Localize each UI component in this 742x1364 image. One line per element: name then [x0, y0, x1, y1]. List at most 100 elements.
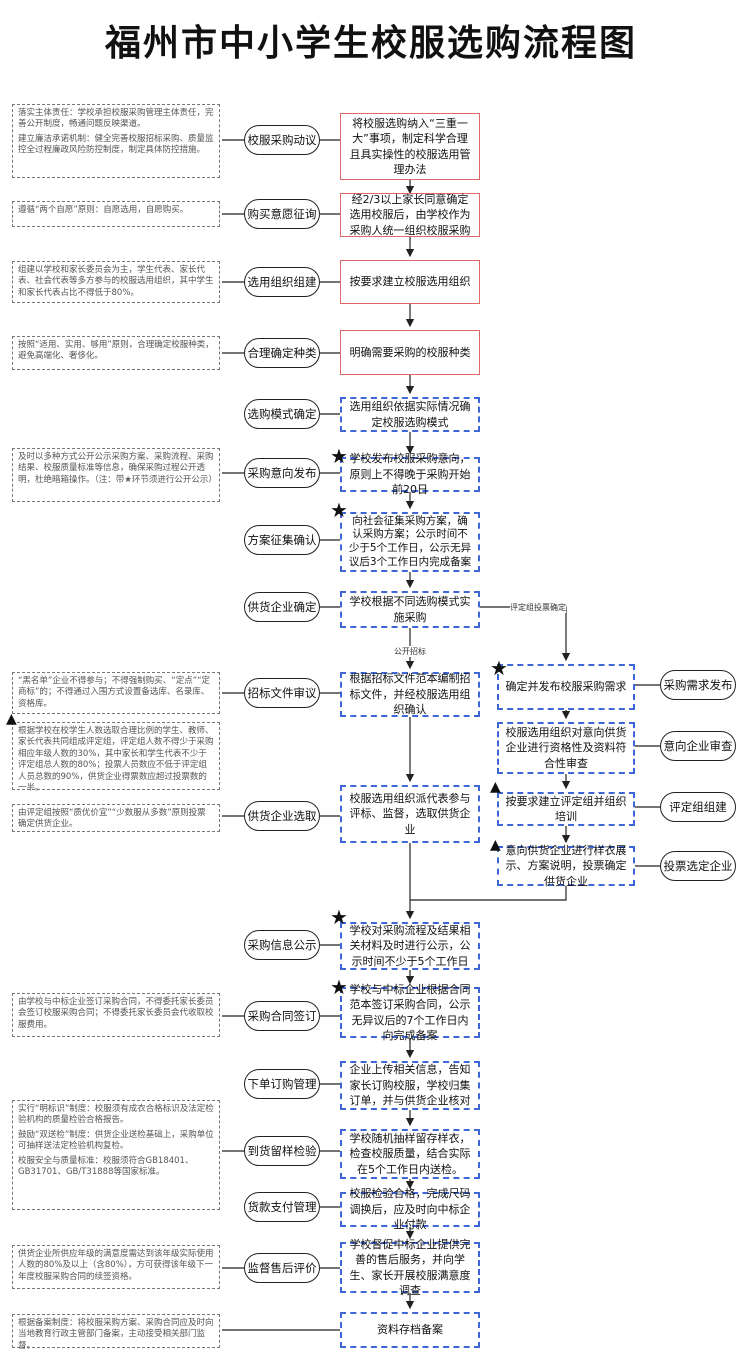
step-text: 根据招标文件范本编制招标文件，并经校服选用组织确认	[349, 672, 471, 717]
step-label-info-publicity: 采购信息公示	[244, 930, 320, 960]
step-text: 校服检验合格，完成尺码调换后，应及时向中标企业付款	[349, 1187, 471, 1232]
step-label-aftersale: 监督售后评价	[244, 1253, 320, 1283]
branch-box-demand: 确定并发布校服采购需求	[497, 664, 635, 710]
step-box-contract-sign: 学校与中标企业根据合同范本签订采购合同，公示无异议后的7个工作日内向完成备案	[340, 983, 480, 1042]
note-satisfaction: 供货企业所供应年级的满意度需达到该年级实际使用人数的80%及以上（含80%），方…	[12, 1245, 220, 1289]
edge-label-tender: 公开招标	[394, 646, 426, 657]
step-text: 学校对采购流程及结果相关材料及时进行公示，公示时间不少于5个工作日	[349, 923, 471, 968]
step-label-organization: 选用组织组建	[244, 267, 320, 297]
step-box-inspection: 学校随机抽样留存样衣，检查校服质量，结合实际在5个工作日内送检。	[340, 1129, 480, 1179]
step-box-supplier-confirm: 学校根据不同选购模式实施采购	[340, 591, 480, 628]
step-text: 学校根据不同选购模式实施采购	[349, 595, 471, 624]
branch-text: 按要求建立评定组并组织培训	[505, 794, 627, 823]
note-text: “黑名单”企业不得参与；不得强制购买、“定点”“定商标”的；不得通过入围方式设置…	[18, 676, 211, 709]
step-label-purchase-will: 购买意愿征询	[244, 199, 320, 229]
step-label-supplier-confirm: 供货企业确定	[244, 592, 320, 622]
star-icon: ★	[490, 656, 508, 680]
step-text: 校服选用组织派代表参与评标、监督，选取供货企业	[349, 791, 471, 836]
step-box-mode: 选用组织依据实际情况确定校服选购模式	[340, 397, 480, 432]
note-blacklist: “黑名单”企业不得参与；不得强制购买、“定点”“定商标”的；不得通过入围方式设置…	[12, 672, 220, 714]
note-contract: 由学校与中标企业签订采购合同，不得委托家长委员会签订校服采购合同；不得委托家长委…	[12, 993, 220, 1037]
step-text: 学校发布校服采购意向，原则上不得晚于采购开始前20日	[349, 452, 471, 497]
branch-text: 校服选用组织对意向供货企业进行资格性及资料符合性审查	[505, 725, 627, 770]
step-box-order-manage: 企业上传相关信息，告知家长订购校服，学校归集订单，并与供货企业核对	[340, 1061, 480, 1110]
note-text: 遵循“两个自愿”原则：自愿选用，自愿购买。	[18, 205, 189, 215]
branch-label-group: 评定组组建	[660, 792, 736, 822]
note-text: 根据学校在校学生人数选取合理比例的学生、教师、家长代表共同组成评定组，评定组人数…	[18, 726, 214, 794]
triangle-icon: ▲	[6, 711, 17, 727]
branch-box-vote: 意向供货企业进行样衣展示、方案说明，投票确定供货企业	[497, 843, 635, 888]
branch-text: 意向供货企业进行样衣展示、方案说明，投票确定供货企业	[505, 843, 627, 888]
step-label-category: 合理确定种类	[244, 338, 320, 368]
note-text: 由学校与中标企业签订采购合同，不得委托家长委员会签订校服采购合同；不得委托家长委…	[18, 997, 214, 1030]
note-voting: 由评定组按照“质优价宜”“少数服从多数”原则投票确定供货企业。	[12, 804, 220, 832]
step-text: 学校随机抽样留存样衣，检查校服质量，结合实际在5个工作日内送检。	[349, 1131, 471, 1176]
note-disclosure: 及时以多种方式公开公示采购方案、采购流程、采购结果、校服质量标准等信息，确保采购…	[12, 448, 220, 502]
note-organization: 组建以学校和家长委员会为主，学生代表、家长代表、社会代表等多方参与的校服选用组织…	[12, 261, 220, 303]
note-text: 鼓励“双送检”制度：供货企业送检基础上，采购单位可抽样送法定检验机构复检。	[18, 1129, 214, 1152]
step-text: 企业上传相关信息，告知家长订购校服，学校归集订单，并与供货企业核对	[349, 1063, 471, 1108]
edge-label-evaluate: 评定组投票确定	[510, 602, 566, 613]
note-text: 组建以学校和家长委员会为主，学生代表、家长代表、社会代表等多方参与的校服选用组织…	[18, 265, 214, 298]
step-box-organization: 按要求建立校服选用组织	[340, 260, 480, 304]
star-icon: ★	[330, 975, 348, 999]
note-text: 按照“适用、实用、够用”原则，合理确定校服种类，避免高端化、奢侈化。	[18, 340, 214, 362]
step-box-plan-confirm: 向社会征集采购方案，确认采购方案；公示时间不少于5个工作日，公示无异议后3个工作…	[340, 512, 480, 572]
step-box-archive: 资料存档备案	[340, 1312, 480, 1348]
note-text: 落实主体责任：学校承担校服采购管理主体责任，完善公开制度，畅通问题反映渠道。	[18, 108, 214, 130]
step-label-plan-confirm: 方案征集确认	[244, 525, 320, 555]
star-icon: ★	[330, 498, 348, 522]
step-text: 将校服选购纳入“三重一大”事项，制定科学合理且具实操性的校服选用管理办法	[349, 116, 471, 176]
note-subject-responsibility: 落实主体责任：学校承担校服采购管理主体责任，完善公开制度，畅通问题反映渠道。 建…	[12, 104, 220, 178]
step-box-tender-review: 根据招标文件范本编制招标文件，并经校服选用组织确认	[340, 672, 480, 717]
step-label-supplier-select: 供货企业选取	[244, 801, 320, 831]
note-text: 根据备案制度：将校服采购方案、采购合同应及时向当地教育行政主管部门备案，主动接受…	[18, 1318, 214, 1351]
note-archive: 根据备案制度：将校服采购方案、采购合同应及时向当地教育行政主管部门备案，主动接受…	[12, 1314, 220, 1351]
step-label-purchase-motion: 校服采购动议	[244, 125, 320, 155]
step-label-intent-publish: 采购意向发布	[244, 458, 320, 488]
branch-box-group: 按要求建立评定组并组织培训	[497, 792, 635, 826]
step-label-tender-review: 招标文件审议	[244, 678, 320, 708]
step-box-supplier-select: 校服选用组织派代表参与评标、监督，选取供货企业	[340, 785, 480, 843]
step-label-contract-sign: 采购合同签订	[244, 1001, 320, 1031]
step-text: 资料存档备案	[377, 1323, 443, 1337]
page-title: 福州市中小学生校服选购流程图	[104, 23, 637, 64]
note-category: 按照“适用、实用、够用”原则，合理确定校服种类，避免高端化、奢侈化。	[12, 336, 220, 370]
step-box-intent-publish: 学校发布校服采购意向，原则上不得晚于采购开始前20日	[340, 452, 480, 496]
note-text: 校服安全与质量标准：校服须符合GB18401、GB31701、GB/T31888…	[18, 1155, 194, 1178]
star-icon: ★	[330, 444, 348, 468]
step-label-order-manage: 下单订购管理	[244, 1069, 320, 1099]
note-text: 及时以多种方式公开公示采购方案、采购流程、采购结果、校服质量标准等信息，确保采购…	[18, 452, 217, 485]
step-label-payment: 货款支付管理	[244, 1192, 320, 1222]
step-box-payment: 校服检验合格，完成尺码调换后，应及时向中标企业付款	[340, 1187, 480, 1231]
note-inspection: 实行“明标识”制度：校服须有成衣合格标识及法定检验机构的质量检验合格报告。 鼓励…	[12, 1100, 220, 1210]
step-text: 学校与中标企业根据合同范本签订采购合同，公示无异议后的7个工作日内向完成备案	[349, 982, 471, 1042]
triangle-icon: ▲	[490, 779, 501, 795]
note-text: 实行“明标识”制度：校服须有成衣合格标识及法定检验机构的质量检验合格报告。	[18, 1104, 214, 1126]
step-text: 按要求建立校服选用组织	[349, 275, 471, 289]
step-label-inspection: 到货留样检验	[244, 1136, 320, 1166]
step-label-mode: 选购模式确定	[244, 399, 320, 429]
note-text: 由评定组按照“质优价宜”“少数服从多数”原则投票确定供货企业。	[18, 808, 206, 830]
step-box-aftersale: 学校督促中标企业提供完善的售后服务，并向学生、家长开展校服满意度调查	[340, 1238, 480, 1297]
star-icon: ★	[330, 905, 348, 929]
step-text: 明确需要采购的校服种类	[349, 345, 471, 359]
step-box-category: 明确需要采购的校服种类	[340, 330, 480, 375]
step-box-purchase-will: 经2/3以上家长同意确定选用校服后，由学校作为采购人统一组织校服采购	[340, 193, 480, 237]
step-box-purchase-motion: 将校服选购纳入“三重一大”事项，制定科学合理且具实操性的校服选用管理办法	[340, 113, 480, 180]
branch-label-demand: 采购需求发布	[660, 670, 736, 700]
step-text: 选用组织依据实际情况确定校服选购模式	[349, 400, 471, 429]
branch-label-vote: 投票选定企业	[660, 851, 736, 881]
branch-text: 确定并发布校服采购需求	[505, 680, 627, 694]
step-text: 向社会征集采购方案，确认采购方案；公示时间不少于5个工作日，公示无异议后3个工作…	[348, 514, 472, 568]
triangle-icon: ▲	[490, 837, 501, 853]
step-text: 学校督促中标企业提供完善的售后服务，并向学生、家长开展校服满意度调查	[349, 1237, 471, 1297]
step-box-info-publicity: 学校对采购流程及结果相关材料及时进行公示，公示时间不少于5个工作日	[340, 922, 480, 970]
note-text: 建立廉洁承诺机制：健全完善校服招标采购、质量监控全过程廉政风险防控制度，制定具体…	[18, 133, 214, 156]
branch-box-review: 校服选用组织对意向供货企业进行资格性及资料符合性审查	[497, 722, 635, 774]
note-voluntary: 遵循“两个自愿”原则：自愿选用，自愿购买。	[12, 201, 220, 227]
note-text: 供货企业所供应年级的满意度需达到该年级实际使用人数的80%及以上（含80%），方…	[18, 1249, 214, 1282]
branch-label-review: 意向企业审查	[660, 731, 736, 761]
step-text: 经2/3以上家长同意确定选用校服后，由学校作为采购人统一组织校服采购	[349, 192, 471, 237]
